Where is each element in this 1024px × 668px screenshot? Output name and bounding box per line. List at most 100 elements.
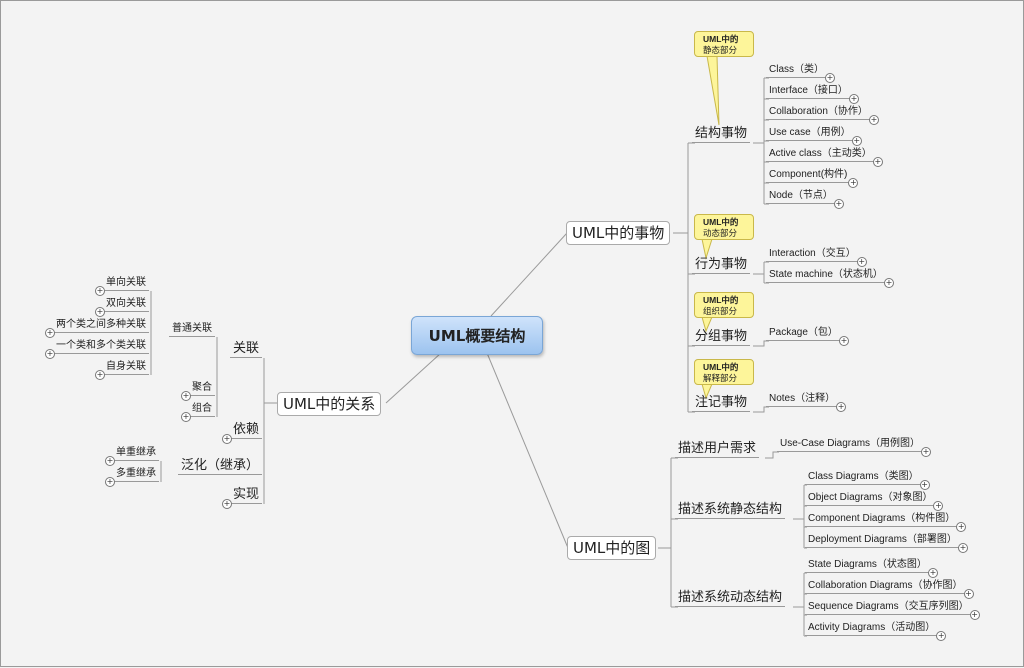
label: State Diagrams（状态图） (808, 559, 927, 570)
label: Collaboration（协作） (769, 106, 868, 117)
label: 单重继承 (116, 447, 156, 458)
expand-plus-icon[interactable]: + (957, 543, 968, 553)
expand-plus-icon[interactable]: + (848, 94, 859, 104)
leaf-self-association[interactable]: 自身关联+ (95, 362, 149, 380)
leaf-composition[interactable]: 组合+ (181, 403, 215, 422)
label: 聚合 (192, 382, 212, 393)
leaf-multiple-inheritance[interactable]: 多重继承+ (105, 469, 159, 487)
leaf-component-diagrams[interactable]: Component Diagrams（构件图）+ (805, 513, 967, 532)
expand-plus-icon[interactable]: + (45, 349, 55, 359)
expand-plus-icon[interactable]: + (825, 73, 836, 83)
leaf-active-class[interactable]: Active class（主动类）+ (766, 149, 883, 167)
label: Class Diagrams（类图） (808, 471, 919, 482)
node-dependency[interactable]: 依赖+ (221, 423, 262, 444)
label: Activity Diagrams（活动图） (808, 622, 936, 633)
expand-plus-icon[interactable]: + (927, 568, 938, 578)
label: Object Diagrams（对象图） (808, 492, 933, 503)
label: Use case（用例） (769, 127, 851, 138)
expand-plus-icon[interactable]: + (883, 278, 894, 288)
expand-plus-icon[interactable]: + (181, 412, 191, 422)
leaf-aggregation[interactable]: 聚合+ (181, 382, 215, 401)
leaf-class-diagrams[interactable]: Class Diagrams（类图）+ (805, 471, 930, 490)
expand-plus-icon[interactable]: + (868, 115, 879, 125)
leaf-notes[interactable]: Notes（注释）+ (766, 393, 847, 412)
label: 两个类之间多种关联 (56, 319, 146, 330)
label: State machine（状态机） (769, 269, 883, 280)
expand-plus-icon[interactable]: + (856, 257, 867, 267)
expand-plus-icon[interactable]: + (872, 157, 883, 167)
leaf-one-to-many[interactable]: 一个类和多个类关联+ (45, 340, 149, 359)
leaf-use-case[interactable]: Use case（用例）+ (766, 127, 862, 146)
expand-plus-icon[interactable]: + (963, 589, 974, 599)
leaf-component[interactable]: Component(构件)+ (766, 169, 859, 188)
node-grouping-things[interactable]: 分组事物 (692, 330, 751, 346)
node-dynamic-structure[interactable]: 描述系统动态结构 (675, 590, 786, 607)
expand-plus-icon[interactable]: + (105, 477, 115, 487)
leaf-class[interactable]: Class（类）+ (766, 64, 836, 83)
label: Component(构件) (769, 169, 848, 180)
node-uml-relations[interactable]: UML中的关系 (277, 392, 382, 416)
label: 行为事物 (695, 257, 748, 272)
leaf-interaction[interactable]: Interaction（交互）+ (766, 249, 867, 267)
expand-plus-icon[interactable]: + (105, 456, 115, 466)
node-uml-diagrams[interactable]: UML中的图 (567, 536, 657, 560)
leaf-sequence-diagrams[interactable]: Sequence Diagrams（交互序列图）+ (805, 601, 980, 620)
leaf-bidirectional[interactable]: 双向关联+ (95, 299, 149, 317)
expand-plus-icon[interactable]: + (833, 199, 844, 209)
leaf-interface[interactable]: Interface（接口）+ (766, 85, 859, 104)
expand-plus-icon[interactable]: + (838, 336, 849, 346)
leaf-state-machine[interactable]: State machine（状态机）+ (766, 269, 894, 288)
leaf-unidirectional[interactable]: 单向关联+ (95, 277, 149, 296)
expand-plus-icon[interactable]: + (95, 307, 105, 317)
leaf-package[interactable]: Package（包）+ (766, 328, 849, 346)
node-generalization[interactable]: 泛化（继承） (177, 459, 262, 475)
node-association[interactable]: 关联 (229, 342, 262, 358)
label: 单向关联 (106, 277, 146, 288)
label: Class（类） (769, 64, 825, 75)
leaf-collaboration-diagrams[interactable]: Collaboration Diagrams（协作图）+ (805, 581, 974, 599)
node-static-structure[interactable]: 描述系统静态结构 (675, 502, 786, 519)
expand-plus-icon[interactable]: + (956, 522, 967, 532)
expand-plus-icon[interactable]: + (836, 402, 847, 412)
leaf-collaboration[interactable]: Collaboration（协作）+ (766, 106, 879, 125)
leaf-state-diagrams[interactable]: State Diagrams（状态图）+ (805, 559, 938, 578)
label: Sequence Diagrams（交互序列图） (808, 601, 969, 612)
node-user-requirements[interactable]: 描述用户需求 (675, 441, 760, 458)
node-realization[interactable]: 实现+ (221, 488, 262, 509)
node-uml-things[interactable]: UML中的事物 (566, 221, 671, 245)
label: 组合 (192, 403, 212, 414)
expand-plus-icon[interactable]: + (933, 501, 944, 511)
label: 一个类和多个类关联 (56, 340, 146, 351)
leaf-node[interactable]: Node（节点）+ (766, 191, 844, 209)
expand-plus-icon[interactable]: + (851, 136, 862, 146)
leaf-single-inheritance[interactable]: 单重继承+ (105, 447, 159, 466)
leaf-object-diagrams[interactable]: Object Diagrams（对象图）+ (805, 492, 944, 511)
expand-plus-icon[interactable]: + (969, 610, 980, 620)
expand-plus-icon[interactable]: + (221, 434, 232, 444)
label: 描述系统静态结构 (678, 502, 783, 517)
node-normal-association[interactable]: 普通关联 (169, 324, 215, 337)
label: Notes（注释） (769, 393, 836, 404)
label: 描述用户需求 (678, 441, 757, 456)
node-behavioral-things[interactable]: 行为事物 (692, 257, 751, 274)
label: Interface（接口） (769, 85, 848, 96)
expand-plus-icon[interactable]: + (848, 178, 859, 188)
expand-plus-icon[interactable]: + (936, 631, 947, 641)
expand-plus-icon[interactable]: + (221, 499, 232, 509)
node-annotational-things[interactable]: 注记事物 (692, 396, 751, 412)
node-structural-things[interactable]: 结构事物 (692, 127, 751, 143)
expand-plus-icon[interactable]: + (45, 328, 55, 338)
expand-plus-icon[interactable]: + (921, 447, 932, 457)
callout-dynamic: UML中的动态部分 (694, 214, 754, 240)
leaf-deployment-diagrams[interactable]: Deployment Diagrams（部署图）+ (805, 535, 968, 553)
label: 描述系统动态结构 (678, 590, 783, 605)
leaf-multiple-between-two[interactable]: 两个类之间多种关联+ (45, 319, 149, 338)
leaf-use-case-diagrams[interactable]: Use-Case Diagrams（用例图）+ (777, 439, 932, 457)
expand-plus-icon[interactable]: + (181, 391, 191, 401)
expand-plus-icon[interactable]: + (919, 480, 930, 490)
expand-plus-icon[interactable]: + (95, 286, 105, 296)
root-node[interactable]: UML概要结构 (411, 316, 543, 355)
leaf-activity-diagrams[interactable]: Activity Diagrams（活动图）+ (805, 622, 947, 641)
label: Component Diagrams（构件图） (808, 513, 956, 524)
expand-plus-icon[interactable]: + (95, 370, 105, 380)
